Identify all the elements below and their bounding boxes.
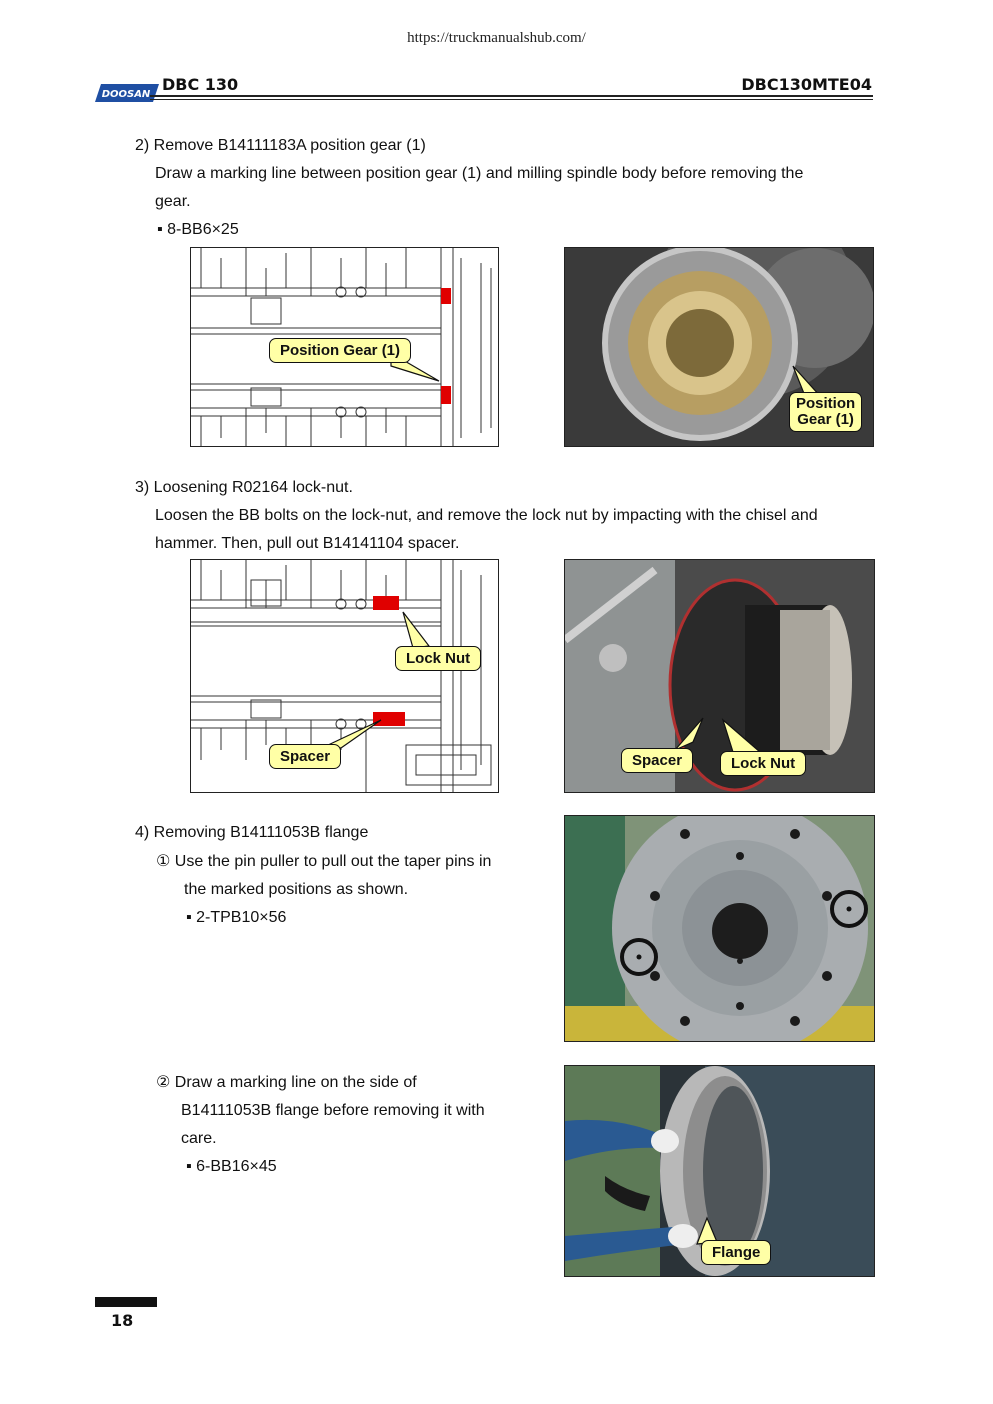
page-number: 18: [111, 1311, 134, 1330]
position-gear-diagram: Position Gear (1): [190, 247, 499, 447]
header-model: DBC 130: [162, 75, 239, 94]
lock-nut-photo-callout: Lock Nut: [720, 751, 807, 776]
step-4-title: 4) Removing B14111053B flange: [135, 824, 369, 841]
taper-pin-photo: [564, 815, 875, 1042]
position-gear-photo-callout: Position Gear (1): [789, 392, 863, 432]
position-gear-photo: Position Gear (1): [564, 247, 874, 447]
lock-nut-diagram-callout: Lock Nut: [395, 646, 482, 671]
step-4-sub2-line-1: ② Draw a marking line on the side of: [156, 1074, 417, 1091]
header-rule-thin: [150, 99, 873, 100]
lock-nut-diagram: Lock Nut Spacer: [190, 559, 499, 793]
spacer-photo-callout: Spacer: [621, 748, 694, 773]
source-url[interactable]: https://truckmanualshub.com/: [407, 30, 586, 46]
step-4-sub2-line-2: B14111053B flange before removing it wit…: [181, 1102, 485, 1119]
step-2-line-1: Draw a marking line between position gea…: [155, 165, 804, 182]
header-rule: [150, 95, 873, 97]
step-4-sub1-line-2: the marked positions as shown.: [184, 881, 409, 898]
flange-photo: Flange: [564, 1065, 875, 1277]
step-4-sub2-spec: ▪ 6-BB16×45: [186, 1158, 277, 1175]
photo-callout-line-2: Gear (1): [797, 411, 854, 428]
position-gear-diagram-callout: Position Gear (1): [269, 338, 412, 363]
step-3-line-1: Loosen the BB bolts on the lock-nut, and…: [155, 507, 818, 524]
footer-bar: [95, 1297, 157, 1307]
step-4-sub2-line-3: care.: [181, 1130, 217, 1147]
lock-nut-photo: Spacer Lock Nut: [564, 559, 875, 793]
step-4-sub1-line-1: ① Use the pin puller to pull out the tap…: [156, 853, 492, 870]
step-4-sub1-spec: ▪ 2-TPB10×56: [186, 909, 287, 926]
step-3-title: 3) Loosening R02164 lock-nut.: [135, 479, 353, 496]
photo-callout-line-1: Position: [796, 395, 856, 412]
doosan-logo: DOOSAN: [95, 82, 159, 104]
flange-photo-callout: Flange: [701, 1240, 772, 1265]
spacer-diagram-callout: Spacer: [269, 744, 342, 769]
step-2-line-2: gear.: [155, 193, 191, 210]
logo-text: DOOSAN: [102, 89, 151, 100]
header-doc-code: DBC130MTE04: [741, 75, 872, 94]
step-3-line-2: hammer. Then, pull out B14141104 spacer.: [155, 535, 460, 552]
step-2-spec: ▪ 8-BB6×25: [157, 221, 239, 238]
step-2-title: 2) Remove B14111183A position gear (1): [135, 137, 426, 154]
